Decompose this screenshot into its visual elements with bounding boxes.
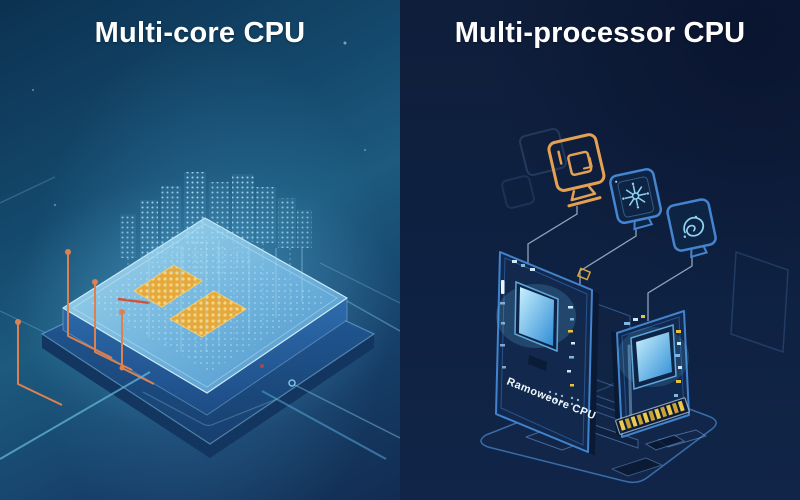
foreground-circuit-lines: [0, 371, 400, 460]
board1-components: [500, 260, 575, 387]
processor-board-2: [611, 310, 690, 451]
multiprocessor-panel: Ramoweore CPU: [400, 0, 800, 500]
left-panel-title: Multi-core CPU: [94, 17, 306, 49]
processor-board-1: Ramoweore CPU: [495, 251, 599, 456]
cpu-core-block-2: [169, 290, 247, 338]
board1-dot-rows: [548, 390, 580, 408]
multicore-panel: Multi-core CPU: [0, 0, 400, 500]
background-sparkles: [31, 41, 367, 207]
gold-pins: [615, 397, 690, 435]
right-panel-title: Multi-processor CPU: [454, 17, 746, 49]
board2-components: [624, 315, 682, 397]
multiprocessor-illustration: Ramoweore CPU: [480, 128, 789, 484]
clock-burst-chip-icon: [609, 168, 663, 231]
connector-lines: [527, 206, 693, 321]
binary-stream-lines: [127, 240, 303, 358]
multicore-illustration: [0, 41, 400, 460]
chip-frame-icon: [547, 133, 606, 208]
swirl-chip-icon: [666, 198, 717, 259]
red-accent-line: [117, 297, 151, 305]
orange-traces: [15, 249, 155, 406]
